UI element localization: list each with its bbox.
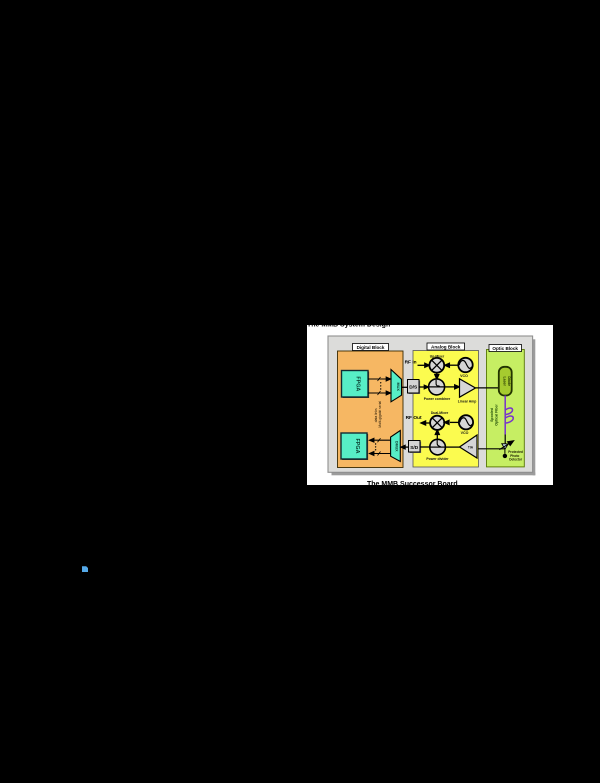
svg-text:Power combiner: Power combiner bbox=[424, 396, 451, 400]
svg-text:Laser: Laser bbox=[502, 376, 506, 386]
svg-text:Optic Block: Optic Block bbox=[492, 345, 518, 350]
svg-text:RF Out: RF Out bbox=[406, 415, 422, 421]
svg-text:Photo: Photo bbox=[510, 453, 519, 457]
svg-text:S/D: S/D bbox=[410, 444, 419, 450]
svg-text:Spooled: Spooled bbox=[490, 408, 494, 422]
svg-text:MUX: MUX bbox=[396, 382, 400, 391]
svg-text:Digital Block: Digital Block bbox=[357, 344, 385, 349]
svg-text:FPGA: FPGA bbox=[354, 438, 360, 453]
svg-text:D/S: D/S bbox=[409, 384, 418, 390]
svg-text:Multi-gigabit serial: Multi-gigabit serial bbox=[378, 400, 382, 427]
svg-text:Power divider: Power divider bbox=[426, 457, 449, 461]
svg-text:RF In: RF In bbox=[405, 359, 417, 365]
svg-text:Protected: Protected bbox=[508, 450, 523, 454]
svg-text:FPGA: FPGA bbox=[355, 376, 361, 391]
svg-text:The MMB System Design: The MMB System Design bbox=[307, 325, 390, 328]
svg-text:data links: data links bbox=[374, 407, 378, 421]
svg-text:Diode: Diode bbox=[507, 376, 511, 386]
svg-text:Analog Block: Analog Block bbox=[431, 344, 461, 349]
svg-text:Linear Amp: Linear Amp bbox=[458, 399, 477, 403]
svg-text:The MMB Successor Board: The MMB Successor Board bbox=[367, 480, 458, 485]
svg-text:DMUX: DMUX bbox=[395, 441, 399, 452]
svg-text:Detector: Detector bbox=[509, 457, 523, 461]
svg-text:Dual-Mixer: Dual-Mixer bbox=[431, 411, 449, 415]
svg-text:Optical Fiber: Optical Fiber bbox=[495, 403, 499, 425]
svg-text:VCO: VCO bbox=[460, 373, 468, 377]
svg-text:VCO: VCO bbox=[461, 431, 469, 435]
svg-text:TIA: TIA bbox=[468, 445, 474, 449]
svg-text:Up-Mixer: Up-Mixer bbox=[430, 354, 445, 358]
